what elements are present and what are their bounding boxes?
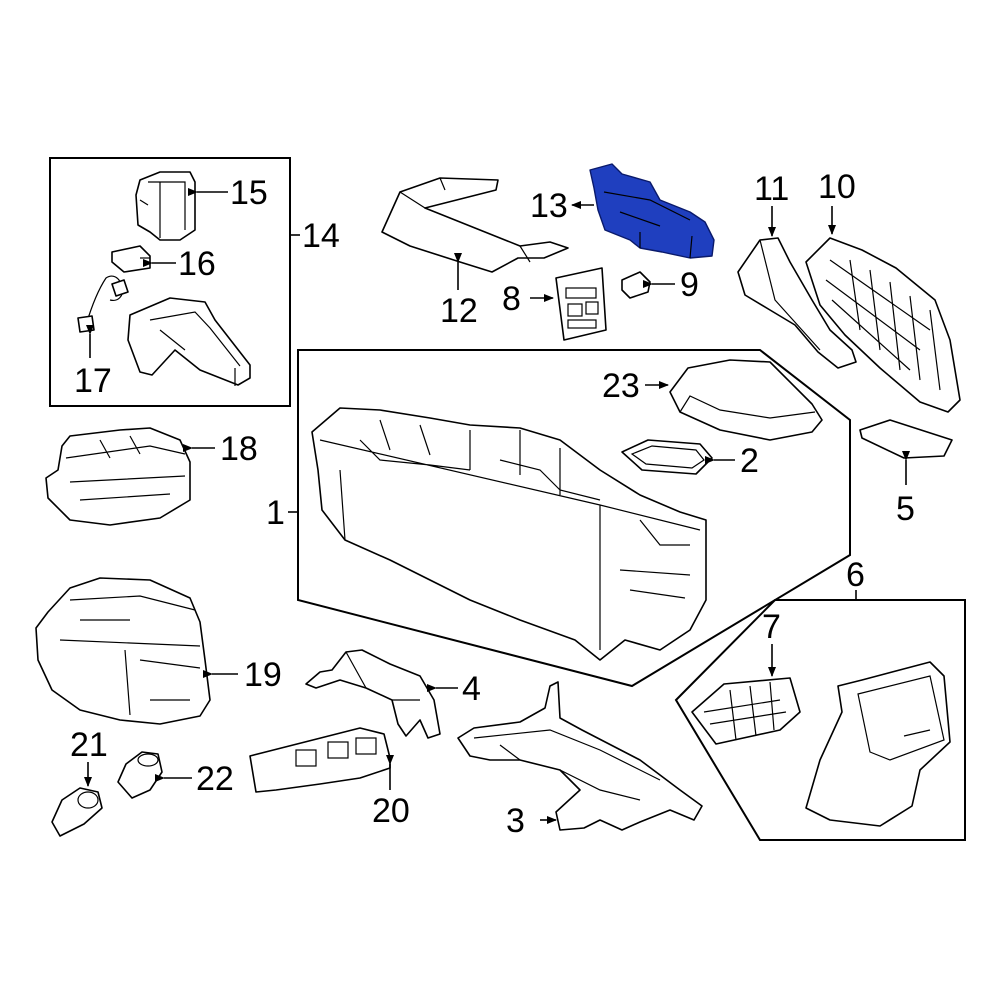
callout-22: 22 [196, 760, 234, 798]
callout-23: 23 [602, 367, 640, 405]
part-17-wire-harness[interactable] [77, 275, 129, 333]
part-3-base-bracket[interactable] [457, 681, 703, 831]
callout-2: 2 [740, 442, 759, 480]
callout-20: 20 [372, 792, 410, 830]
part-16-clip[interactable] [111, 245, 151, 273]
part-19-shift-assembly[interactable] [35, 577, 211, 725]
callout-15: 15 [230, 174, 268, 212]
group-box-6 [674, 599, 966, 841]
callout-9: 9 [680, 266, 699, 304]
part-15-cup-holder[interactable] [135, 171, 196, 241]
callout-19: 19 [244, 656, 282, 694]
part-2-tray[interactable] [621, 439, 713, 475]
callout-18: 18 [220, 430, 258, 468]
part-8-switch-panel[interactable] [555, 267, 607, 341]
callout-11: 11 [754, 170, 789, 208]
part-1-console-body[interactable] [311, 407, 707, 661]
callout-8: 8 [502, 280, 521, 318]
part-5-pad[interactable] [859, 419, 953, 459]
callout-7: 7 [762, 608, 781, 646]
callout-14: 14 [302, 217, 340, 255]
part-12-upper-trim[interactable] [381, 177, 569, 273]
part-21-power-socket[interactable] [51, 787, 103, 837]
part-13-highlighted-bracket[interactable] [589, 163, 715, 259]
part-23-armrest-lid[interactable] [669, 359, 823, 441]
callout-5: 5 [896, 490, 915, 528]
callout-17: 17 [74, 362, 112, 400]
callout-21: 21 [70, 726, 108, 764]
part-14-console-tray[interactable] [127, 297, 251, 386]
callout-4: 4 [462, 670, 481, 708]
group-box-14 [49, 157, 291, 407]
callout-6: 6 [846, 556, 865, 594]
callout-3: 3 [506, 802, 525, 840]
group-box-1 [297, 349, 851, 688]
part-7-rear-vent[interactable] [691, 677, 801, 745]
callout-12: 12 [440, 292, 478, 330]
part-10-side-panel[interactable] [805, 237, 961, 413]
part-11-side-panel[interactable] [737, 237, 857, 369]
callout-1: 1 [266, 494, 285, 532]
part-18-shift-module[interactable] [45, 427, 191, 526]
part-4-bracket[interactable] [305, 649, 441, 739]
part-6-rear-panel[interactable] [805, 661, 951, 827]
part-22-usb-socket[interactable] [117, 751, 163, 799]
part-9-switch[interactable] [621, 271, 651, 299]
callout-16: 16 [178, 245, 216, 283]
part-20-switch-bar[interactable] [249, 727, 391, 793]
callout-10: 10 [818, 168, 856, 206]
callout-13: 13 [530, 187, 568, 225]
